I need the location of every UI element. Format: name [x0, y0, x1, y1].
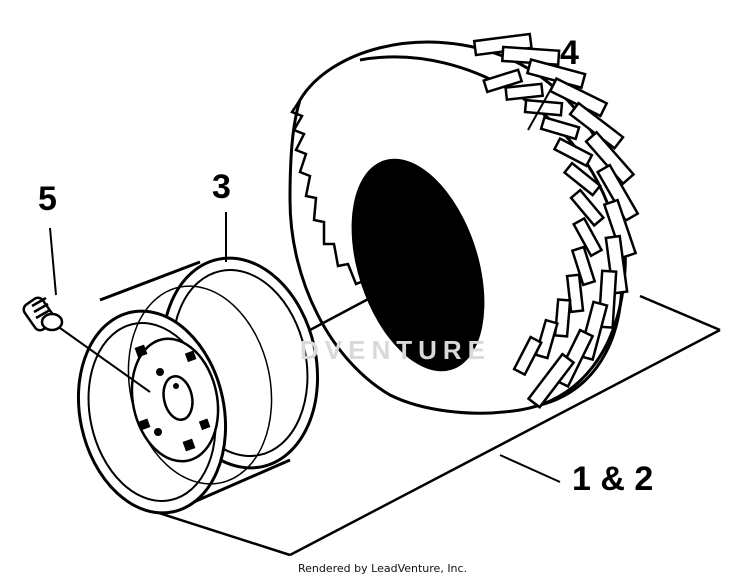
tread-lug-inner: [552, 136, 594, 168]
leader-lines: [49, 79, 561, 483]
tread-lug-inner: [562, 161, 602, 197]
callout-wheel-rim[interactable]: 3: [212, 168, 231, 206]
tire-drawing: [288, 32, 640, 415]
credit-text: Rendered by LeadVenture, Inc.: [298, 562, 468, 575]
tread-lug-inner: [504, 82, 545, 101]
callout-valve-stem[interactable]: 5: [38, 180, 57, 218]
callout-tire[interactable]: 4: [560, 34, 579, 72]
tread-lug-inner: [534, 318, 559, 360]
tread-lug: [602, 198, 638, 260]
wheel-lug-holes: [134, 344, 211, 452]
tread-lug-inner: [571, 216, 604, 258]
callout-assembly[interactable]: 1 & 2: [572, 460, 654, 498]
wheel-rim-drawing: [76, 256, 320, 515]
watermark-text: DVENTURE: [300, 335, 492, 365]
tread-lug: [584, 130, 636, 186]
valve-stem-drawing: [22, 296, 64, 332]
tread-lug: [604, 234, 629, 295]
tread-lug: [526, 352, 576, 409]
tread-lug-inner: [553, 298, 572, 338]
tread-lug-inner: [539, 115, 581, 141]
tread-lug-inner: [569, 188, 606, 228]
tread-lug-inner: [570, 245, 597, 287]
tire-sidewall-edge: [290, 99, 425, 310]
axle-line: [309, 295, 373, 332]
tread-lug-inner: [512, 335, 543, 377]
tread-lug: [595, 163, 640, 223]
tire-tread-lugs: [472, 32, 640, 409]
tread-lug: [568, 101, 625, 151]
